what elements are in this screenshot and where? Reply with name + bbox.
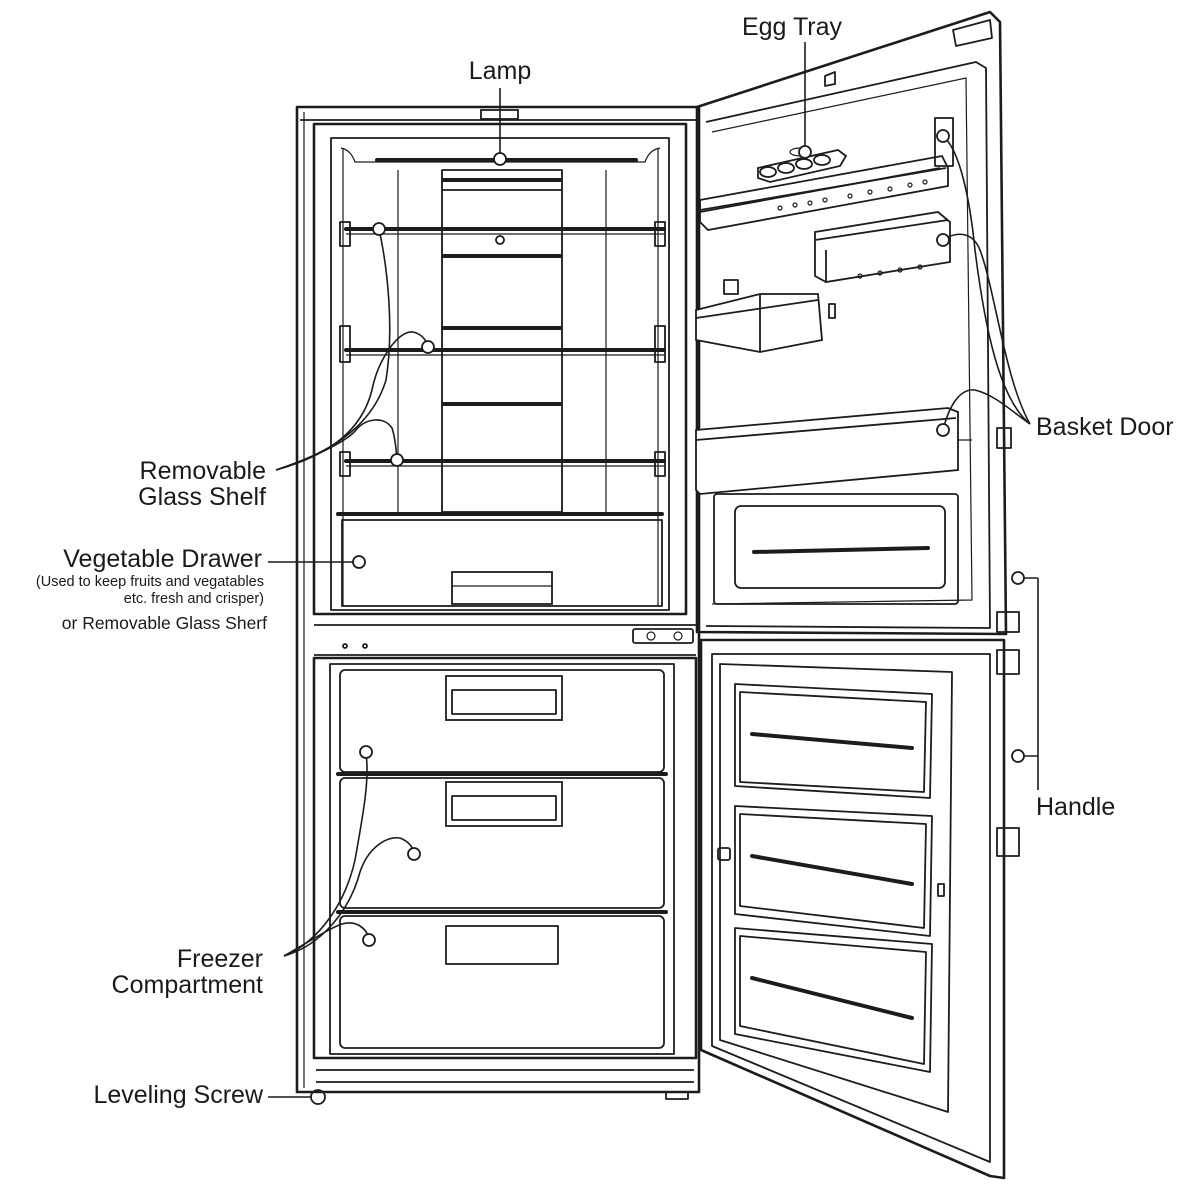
egg-tray-label: Egg Tray [741, 13, 843, 41]
freezer-compartment-label-line2: Compartment [111, 971, 263, 1000]
removable-glass-shelf-label-line1: Removable [139, 457, 266, 485]
leader-lines [268, 42, 1039, 1098]
fridge-compartment [312, 122, 688, 616]
freezer-compartment-label-line1: Freezer [176, 945, 263, 973]
lower-door [699, 638, 1020, 1180]
upper-door [695, 10, 1020, 636]
freezer-compartment [310, 656, 698, 1105]
control-panel [314, 624, 696, 656]
vegetable-drawer-alt: or Removable Glass Sherf [61, 613, 267, 633]
vegetable-drawer-note-line2: etc. fresh and crisper) [123, 590, 264, 607]
vegetable-drawer-note-line1: (Used to keep fruits and vegatables [35, 574, 264, 590]
removable-glass-shelf-label-line2: Glass Shelf [138, 483, 266, 512]
lamp-label: Lamp [468, 57, 532, 85]
leveling-screw-label: Leveling Screw [93, 1081, 263, 1109]
removable-glass-shelf-label: Removable Glass Shelf [60, 458, 266, 511]
basket-door-label: Basket Door [1036, 413, 1174, 441]
handle-label: Handle [1036, 793, 1116, 821]
freezer-compartment-label: Freezer Compartment [60, 946, 263, 999]
vegetable-drawer-note: (Used to keep fruits and vegatables etc.… [2, 574, 264, 607]
vegetable-drawer-label: Vegetable Drawer [63, 545, 262, 573]
